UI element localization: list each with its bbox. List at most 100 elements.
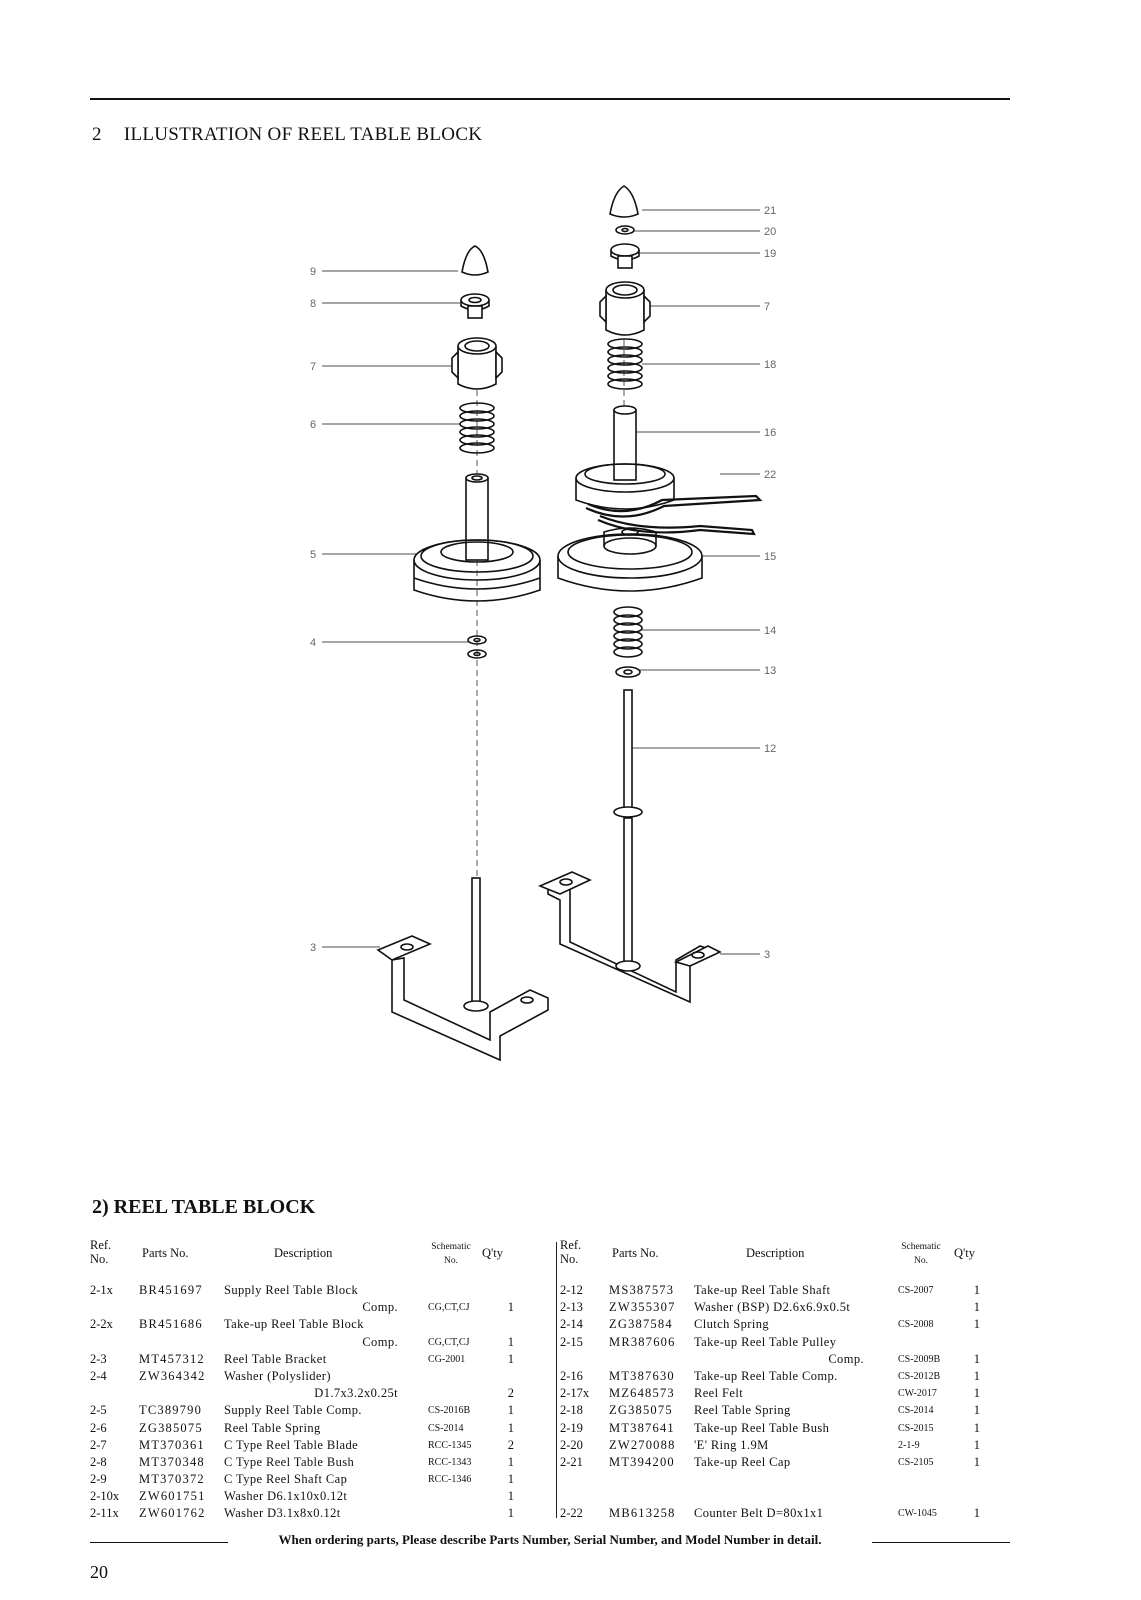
ref-no-cell: 2-1x bbox=[90, 1283, 113, 1297]
schematic-label: Schematic bbox=[901, 1242, 941, 1252]
table-row: 2-22 MB613258 Counter Belt D=80x1x1 CW-1045… bbox=[560, 1505, 1010, 1522]
callout-22: 22 bbox=[764, 469, 776, 481]
parts-no-cell: MB613258 bbox=[609, 1506, 676, 1521]
schematic-no-cell: CS-2014 bbox=[898, 1405, 934, 1417]
callout-21: 21 bbox=[764, 205, 776, 217]
ref-no-cell: 2-17x bbox=[560, 1386, 590, 1401]
schematic-header: Schematic No. bbox=[896, 1240, 946, 1268]
exploded-diagram: 9 8 7 6 5 4 3 21 20 19 7 18 16 22 15 14 … bbox=[310, 185, 776, 1062]
qty-cell: 1 bbox=[507, 1489, 514, 1504]
qty-cell: 1 bbox=[973, 1368, 980, 1383]
qty-cell: 1 bbox=[973, 1454, 980, 1469]
table-row bbox=[560, 1471, 1010, 1488]
parts-no-cell: MT370361 bbox=[139, 1437, 205, 1452]
description-cell: Comp. bbox=[828, 1351, 864, 1366]
description-cell: Washer D3.1x8x0.12t bbox=[224, 1506, 341, 1521]
schematic-no-cell: CS-2016B bbox=[428, 1405, 471, 1417]
schematic-no-cell: RCC-1346 bbox=[428, 1474, 472, 1486]
ref-no-cell: 2-3 bbox=[90, 1351, 107, 1366]
table-row bbox=[560, 1488, 1010, 1505]
qty-cell: 1 bbox=[973, 1420, 980, 1435]
ref-no-cell: 2-12 bbox=[560, 1283, 583, 1297]
left-reel-cap bbox=[461, 245, 489, 276]
ref-no-cell: 2-10x bbox=[90, 1489, 120, 1504]
callout-14: 14 bbox=[764, 625, 776, 637]
section-title: 2 ILLUSTRATION OF REEL TABLE BLOCK bbox=[92, 124, 482, 146]
description-cell: 'E' Ring 1.9M bbox=[694, 1437, 769, 1452]
description-cell: Washer (Polyslider) bbox=[224, 1368, 331, 1383]
footer-rule-right bbox=[872, 1542, 1010, 1543]
ref-label: Ref. bbox=[560, 1238, 582, 1252]
section-heading: ILLUSTRATION OF REEL TABLE BLOCK bbox=[123, 124, 483, 145]
ref-no-cell: 2-21 bbox=[560, 1454, 583, 1469]
description-cell: Take-up Reel Cap bbox=[694, 1454, 791, 1469]
parts-no-header: Parts No. bbox=[612, 1246, 659, 1260]
callout-16: 16 bbox=[764, 427, 776, 439]
parts-no-cell: ZW364342 bbox=[139, 1368, 206, 1383]
schematic-no-cell: CG,CT,CJ bbox=[428, 1302, 470, 1314]
parts-no-header: Parts No. bbox=[142, 1246, 189, 1260]
callout-3-right: 3 bbox=[764, 949, 770, 961]
qty-cell: 1 bbox=[973, 1300, 980, 1315]
callout-4: 4 bbox=[310, 637, 316, 649]
qty-cell: 1 bbox=[973, 1403, 980, 1418]
ref-no-cell: 2-22 bbox=[560, 1506, 583, 1521]
ref-no-cell: 2-13 bbox=[560, 1300, 583, 1315]
callout-15: 15 bbox=[764, 551, 776, 563]
schematic-no-cell: CS-2015 bbox=[898, 1422, 934, 1434]
schematic-no-cell: RCC-1343 bbox=[428, 1456, 472, 1468]
parts-no-cell: MT370372 bbox=[139, 1472, 205, 1487]
parts-no-cell: MS387573 bbox=[609, 1283, 675, 1297]
callout-3-left: 3 bbox=[310, 942, 316, 954]
description-cell: Counter Belt D=80x1x1 bbox=[694, 1506, 824, 1521]
description-cell: Supply Reel Table Comp. bbox=[224, 1403, 362, 1418]
ref-no-cell: 2-15 bbox=[560, 1334, 583, 1349]
ref-no-cell: 2-16 bbox=[560, 1368, 583, 1383]
description-cell: Comp. bbox=[362, 1334, 398, 1349]
parts-no-cell: BR451697 bbox=[139, 1283, 203, 1297]
schematic-no-cell: CW-1045 bbox=[898, 1508, 937, 1520]
parts-no-cell: BR451686 bbox=[139, 1317, 203, 1332]
description-cell: Take-up Reel Table Pulley bbox=[694, 1334, 837, 1349]
callout-8: 8 bbox=[310, 298, 316, 310]
left-spring bbox=[459, 402, 495, 454]
ref-no-label: No. bbox=[560, 1252, 579, 1266]
schematic-no-cell: 2-1-9 bbox=[898, 1439, 920, 1451]
callout-18: 18 bbox=[764, 359, 776, 371]
qty-cell: 1 bbox=[973, 1506, 980, 1521]
section-number: 2 bbox=[92, 124, 102, 145]
footer-note-text: When ordering parts, Please describe Par… bbox=[278, 1532, 822, 1547]
parts-no-cell: ZW601762 bbox=[139, 1506, 206, 1521]
schematic-no-cell: CS-2009B bbox=[898, 1353, 941, 1365]
description-cell: Take-up Reel Table Comp. bbox=[694, 1368, 838, 1383]
schematic-no-label: No. bbox=[444, 1256, 458, 1266]
schematic-no-cell: CS-2007 bbox=[898, 1285, 934, 1296]
qty-header: Q'ty bbox=[482, 1246, 504, 1260]
qty-cell: 1 bbox=[507, 1420, 514, 1435]
callout-5: 5 bbox=[310, 549, 316, 561]
qty-cell: 1 bbox=[973, 1437, 980, 1452]
description-cell: Clutch Spring bbox=[694, 1317, 769, 1332]
description-cell: Washer D6.1x10x0.12t bbox=[224, 1489, 348, 1504]
parts-no-cell: MT370348 bbox=[139, 1454, 205, 1469]
table-header: Ref. No. Parts No. Description Schematic… bbox=[560, 1238, 1010, 1274]
qty-cell: 1 bbox=[973, 1386, 980, 1401]
qty-cell: 1 bbox=[507, 1403, 514, 1418]
qty-cell: 1 bbox=[507, 1506, 514, 1521]
qty-cell: 2 bbox=[507, 1437, 514, 1452]
